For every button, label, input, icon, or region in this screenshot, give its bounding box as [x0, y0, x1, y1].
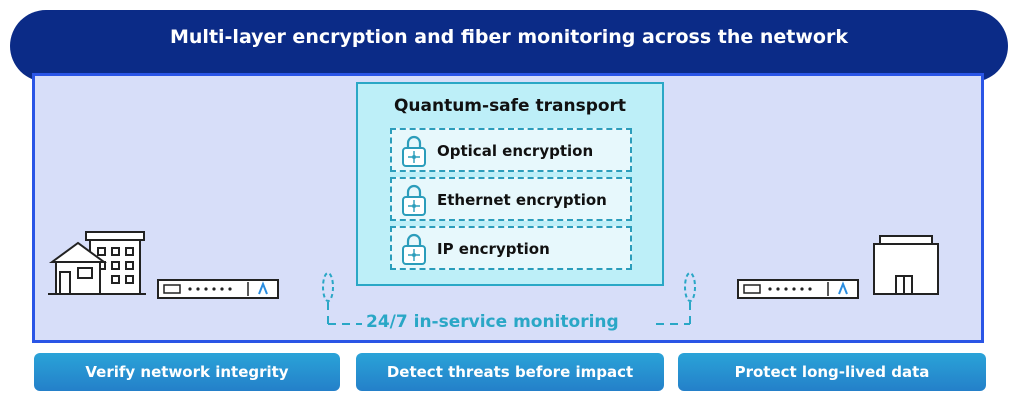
network-device-icon	[157, 279, 279, 299]
fiber-tap-icon	[322, 272, 334, 302]
layer-label: Optical encryption	[437, 142, 594, 160]
layer-label: Ethernet encryption	[437, 191, 607, 209]
residential-building-icon	[48, 231, 146, 295]
fiber-tap-icon	[684, 272, 696, 302]
benefit-protect-data: Protect long-lived data	[678, 353, 986, 391]
benefit-verify-integrity: Verify network integrity	[34, 353, 340, 391]
layer-ethernet-encryption: Ethernet encryption	[390, 177, 632, 221]
diagram-title: Multi-layer encryption and fiber monitor…	[170, 26, 848, 48]
transport-title: Quantum-safe transport	[393, 96, 627, 116]
network-device-icon	[737, 279, 859, 299]
layer-ip-encryption: IP encryption	[390, 226, 632, 270]
monitoring-bracket	[327, 302, 691, 325]
header-banner: Multi-layer encryption and fiber monitor…	[10, 10, 1008, 82]
office-building-icon	[873, 235, 939, 295]
layer-optical-encryption: Optical encryption	[390, 128, 632, 172]
benefit-detect-threats: Detect threats before impact	[356, 353, 664, 391]
quantum-safe-transport-box: Quantum-safe transport Optical encryptio…	[356, 82, 664, 286]
lock-icon	[402, 135, 426, 167]
lock-icon	[402, 184, 426, 216]
layer-label: IP encryption	[437, 240, 550, 258]
monitoring-label: 24/7 in-service monitoring	[366, 312, 619, 332]
lock-icon	[402, 233, 426, 265]
